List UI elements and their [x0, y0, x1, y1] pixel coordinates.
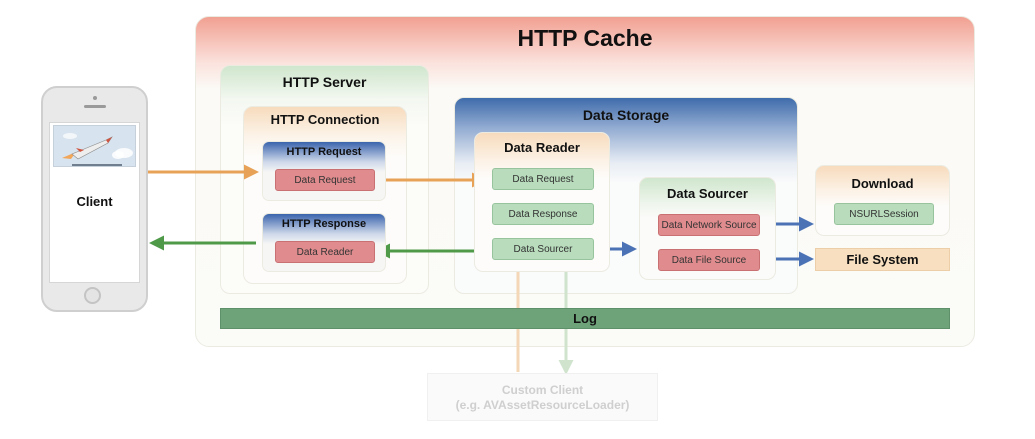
log-label: Log	[573, 311, 597, 326]
video-thumbnail	[53, 125, 136, 167]
http-server-title: HTTP Server	[282, 74, 367, 90]
phone-screen: Client	[49, 122, 140, 283]
http-connection-title: HTTP Connection	[270, 112, 380, 127]
custom-client-box: Custom Client (e.g. AVAssetResourceLoade…	[427, 373, 658, 421]
http-response-title: HTTP Response	[281, 218, 367, 230]
reader-data-request: Data Request	[492, 168, 594, 190]
rocket-icon	[62, 133, 133, 166]
http-request-title: HTTP Request	[286, 146, 362, 158]
data-reader-panel: Data Reader Data Request Data Response D…	[474, 132, 610, 272]
http-request-data-request: Data Request	[275, 169, 375, 191]
data-sourcer-title: Data Sourcer	[667, 186, 748, 201]
data-file-source: Data File Source	[658, 249, 760, 271]
http-request-panel: HTTP Request Data Request	[262, 141, 386, 201]
client-label: Client	[76, 194, 113, 209]
file-system-box: File System	[815, 248, 950, 271]
http-cache-title: HTTP Cache	[517, 25, 653, 51]
nsurlsession-item: NSURLSession	[834, 203, 934, 225]
download-panel: Download NSURLSession	[815, 165, 950, 236]
http-response-data-reader: Data Reader	[275, 241, 375, 263]
reader-data-response: Data Response	[492, 203, 594, 225]
phone-camera-dot	[93, 96, 97, 100]
data-sourcer-panel: Data Sourcer Data Network Source Data Fi…	[639, 177, 776, 280]
phone-home-button	[84, 287, 101, 304]
file-system-label: File System	[846, 252, 919, 267]
data-network-source: Data Network Source	[658, 214, 760, 236]
custom-client-title: Custom Client	[501, 383, 584, 397]
reader-data-sourcer: Data Sourcer	[492, 238, 594, 260]
custom-client-example: (e.g. AVAssetResourceLoader)	[455, 398, 630, 412]
data-reader-title: Data Reader	[504, 140, 580, 155]
http-response-panel: HTTP Response Data Reader	[262, 213, 386, 272]
phone-speaker	[84, 105, 106, 108]
client-phone: Client	[41, 86, 148, 312]
data-storage-title: Data Storage	[582, 107, 670, 123]
download-title: Download	[851, 176, 914, 191]
log-bar: Log	[220, 308, 950, 329]
